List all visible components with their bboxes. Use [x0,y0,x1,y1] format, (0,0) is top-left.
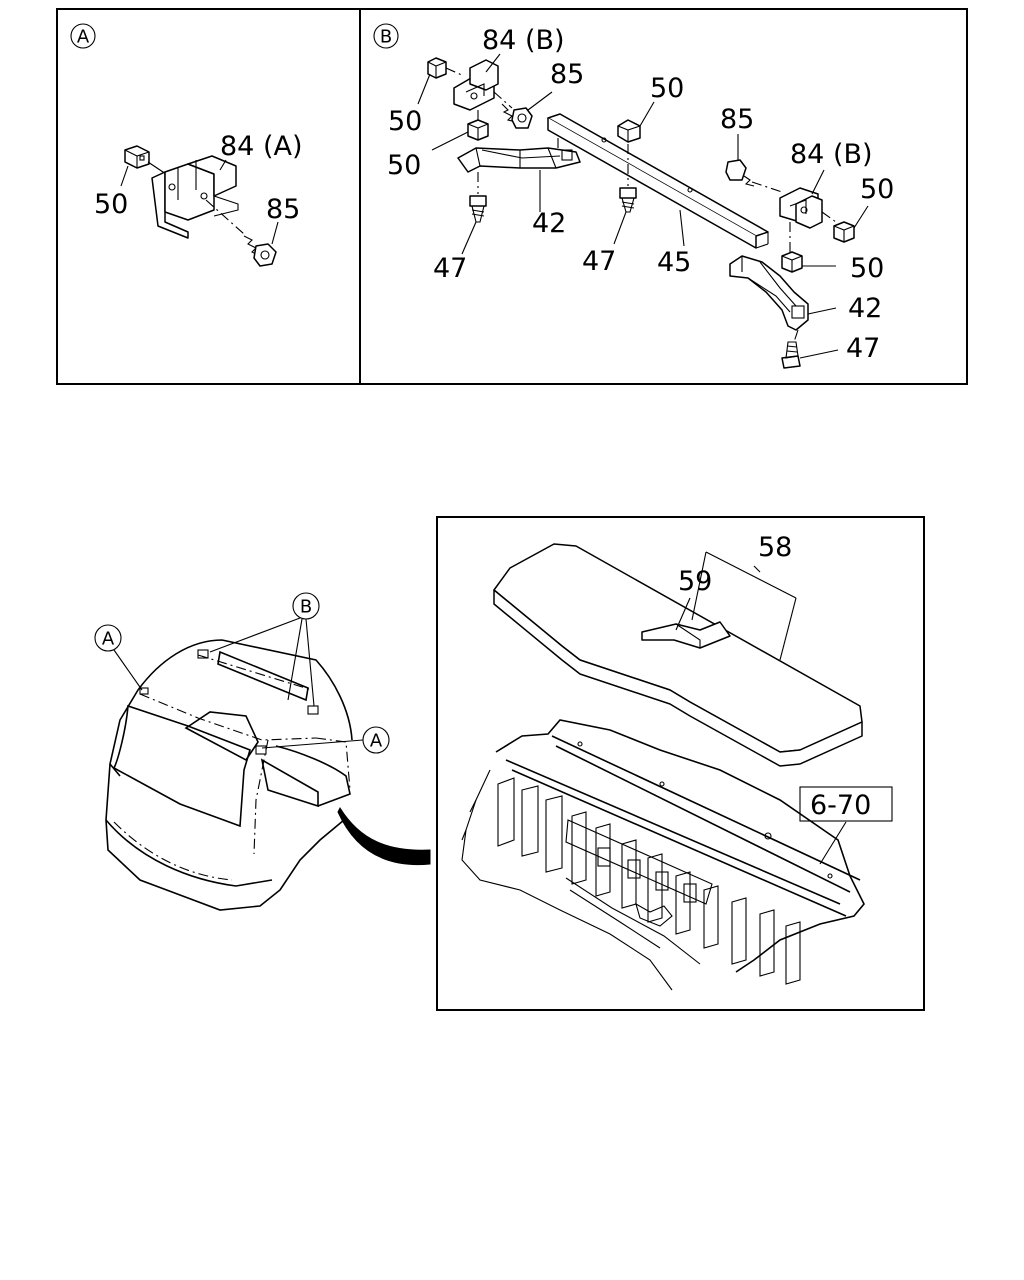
label-84b-left: 84 (B) [482,25,565,56]
label-47-mid: 47 [582,246,616,277]
label-45: 45 [657,247,691,278]
panel-b-marker: B [373,23,399,49]
leader-50-right-top [853,205,869,229]
callout-b-leader-1 [209,617,301,653]
leader-85-b-left [527,91,553,111]
guide-85-right [751,181,783,193]
label-85-a: 85 [266,194,300,225]
leader-45 [679,209,685,247]
support-42-right-icon [729,255,809,331]
leader-47-left [461,221,477,255]
guide-47-right [793,329,799,343]
bracket-58-left [691,551,707,621]
panel-a-marker: A [70,23,96,49]
bracket-84b-right-icon [779,187,823,229]
callout-b-leader-3 [305,618,315,707]
rail-45-icon [547,113,769,249]
panel-a: A 50 84 (A) 85 [70,23,302,267]
label-42-right: 42 [848,293,882,324]
cargo-panel-frame [436,516,925,1011]
leader-50-top [639,101,655,127]
guide-85-a [205,199,245,235]
clip-50-icon [124,145,150,169]
leader-50-a [120,165,129,187]
label-47-right: 47 [846,333,880,364]
vehicle-callout-a-left: A [94,624,143,691]
pointer-arrow [337,806,431,866]
clip-50-right-mid-icon [781,251,803,273]
label-50-a: 50 [94,189,128,220]
screw-85-b-left-icon [501,103,533,129]
leader-58 [753,565,761,573]
label-85-left: 85 [550,59,584,90]
label-47-left: 47 [433,253,467,284]
callout-a-right-leader [261,739,364,749]
guide-50-b [445,67,465,77]
label-59: 59 [678,566,712,597]
vehicle-rear-illustration [105,639,353,911]
screw-85-right-icon [725,159,755,187]
leader-47-right [799,349,839,359]
guide-85-b [493,91,513,109]
leader-47-mid [613,211,627,245]
label-58: 58 [758,532,792,563]
label-84a: 84 (A) [220,131,302,162]
leader-84b-right [811,169,825,195]
label-50-a-b: 50 [387,150,421,181]
screw-85-icon [243,235,277,267]
screw-47-right-icon [781,341,801,369]
vehicle-callout-b-text: B [300,597,312,618]
clip-50-b-icon [427,57,447,79]
label-50-right-mid: 50 [850,253,884,284]
screw-47-left-icon [469,195,487,223]
vehicle-callout-a-right-text: A [370,731,383,752]
support-42-left-icon [457,147,581,173]
label-50-right-top: 50 [860,174,894,205]
bracket-58-right [779,597,797,661]
callout-a-left-leader [113,649,143,691]
vehicle-callout-b: B [209,592,320,707]
leader-42-right [807,307,837,315]
leader-6-70 [819,821,847,865]
guide-50-right [821,211,837,223]
panel-a-marker-text: A [77,27,90,48]
cargo-floor-structure [461,719,865,991]
panel-b: B [373,23,894,369]
leader-50-a-b [431,131,469,151]
label-42-left: 42 [532,208,566,239]
label-84b-right: 84 (B) [790,139,873,170]
leader-84b-left [485,53,501,73]
leader-84a [219,159,227,171]
label-85-right: 85 [720,104,754,135]
ref-box-6-70 [799,786,893,822]
label-50-top: 50 [650,73,684,104]
callout-b-leader-2 [287,618,303,701]
leader-85-a [271,221,279,245]
vehicle-callout-a-left-text: A [102,629,115,650]
label-ref-6-70: 6-70 [810,790,871,821]
bracket-84a-icon [151,155,239,239]
guide-50-a [147,161,167,175]
vehicle-callout-a-right: A [261,726,390,754]
cargo-board-58-icon [493,543,863,767]
panel-b-marker-text: B [380,27,392,48]
clip-50-top-icon [617,119,641,143]
clip-50-right-top-icon [833,221,855,243]
leader-59 [675,597,691,631]
label-50-b: 50 [388,106,422,137]
clip-50-a-icon [467,119,489,141]
bracket-58-top [705,551,797,599]
screw-47-mid-icon [619,187,637,213]
bracket-84b-left-icon [453,59,499,111]
detail-frame [56,8,968,385]
leader-50-b [417,73,431,105]
